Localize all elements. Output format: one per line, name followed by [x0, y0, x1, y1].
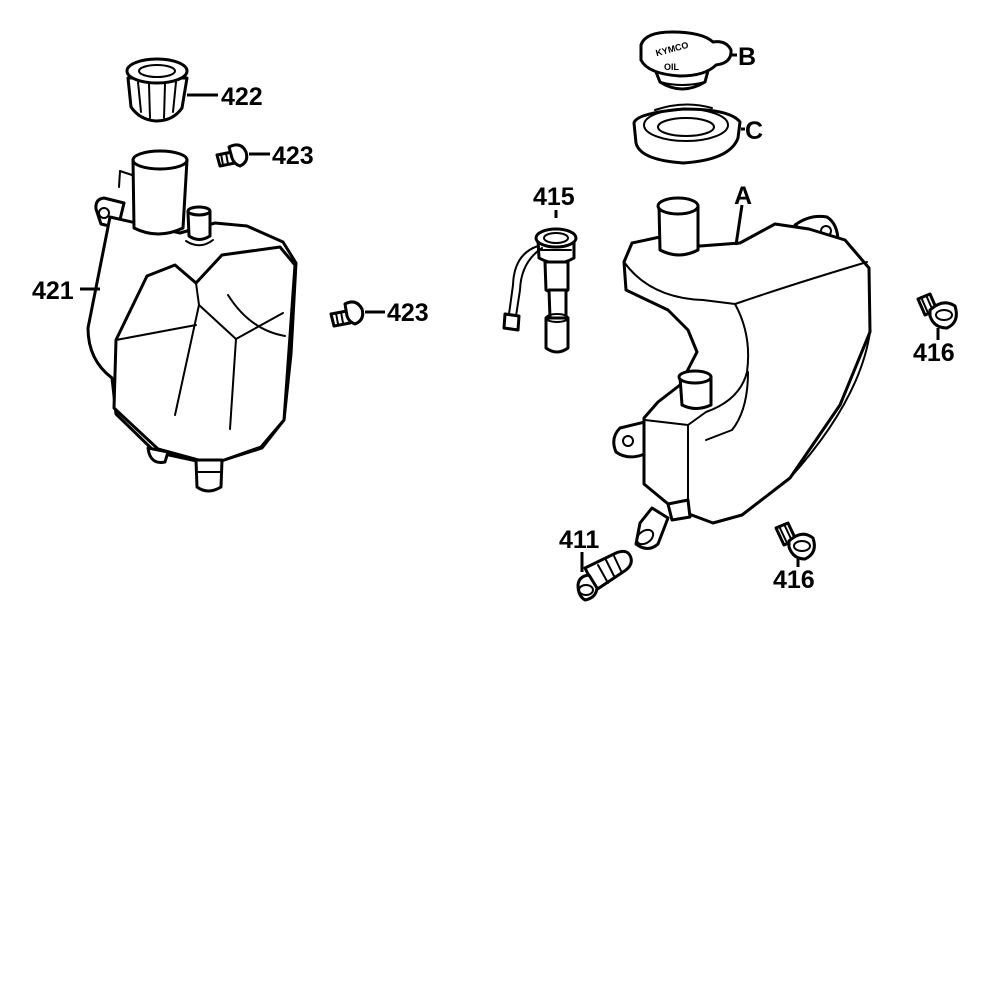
callout-A: A: [734, 182, 752, 210]
bolt-416-right: [916, 292, 958, 330]
callout-416-right: 416: [913, 339, 955, 367]
callout-411: 411: [559, 526, 599, 554]
oil-tank-A: [612, 196, 872, 550]
screw-423-top: [215, 143, 249, 168]
reservoir-cap-422: [125, 57, 189, 123]
screw-423-middle: [329, 300, 365, 328]
oil-level-sensor-415: [502, 227, 578, 354]
reservoir-tank-421: [86, 149, 298, 493]
callout-421: 421: [32, 277, 74, 305]
callout-C: C: [745, 117, 763, 145]
callout-422: 422: [221, 83, 263, 111]
callout-416-bottom: 416: [773, 566, 815, 594]
callout-415: 415: [533, 183, 575, 211]
oil-filler-cap-B: KYMCO OIL: [639, 30, 733, 91]
bolt-416-bottom: [774, 521, 816, 561]
callout-B: B: [738, 43, 756, 71]
callout-423-top: 423: [272, 142, 314, 170]
callout-423-middle: 423: [387, 299, 429, 327]
seal-ring-C: [632, 103, 742, 165]
fitting-411: [576, 549, 633, 602]
cap-lettering-bottom: OIL: [664, 62, 680, 72]
